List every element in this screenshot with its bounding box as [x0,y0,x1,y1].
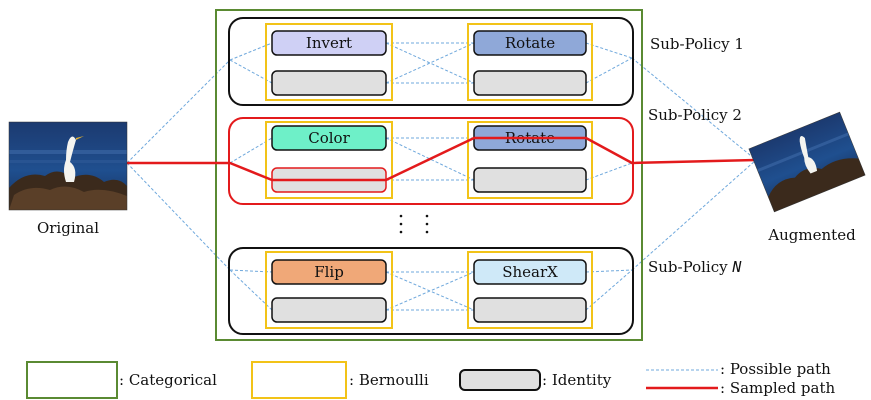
legend-identity-label: : Identity [542,371,612,389]
original-label: Original [37,219,99,237]
augmented-label: Augmented [767,226,856,244]
identity-box-sp1-b [473,70,587,96]
legend-sampled-label: : Sampled path [720,379,835,397]
legend: : Categorical : Bernoulli : Identity : P… [26,360,835,399]
legend-bernoulli-label: : Bernoulli [349,371,429,389]
op-invert-label: Invert [306,34,352,52]
op-flip-label: Flip [314,263,344,281]
identity-box-sp2-b [473,167,587,193]
op-rotate-box-1 [473,30,587,56]
original-image [8,121,128,211]
vertical-ellipsis-icon [399,214,429,234]
subpolicy-1-label: Sub-Policy 1 [650,35,744,53]
identity-box-spn-a [271,297,387,323]
legend-identity-swatch [459,369,541,391]
op-shearx-box [473,259,587,285]
subpolicy-2-frame [228,117,634,205]
bernoulli-boxes [265,23,593,329]
legend-bernoulli-swatch [251,361,347,399]
subpolicy-1-frame [228,17,634,106]
sampled-path [127,136,757,182]
identity-box-spn-b [473,297,587,323]
identity-box-sp1-a [271,70,387,96]
op-color-box [271,125,387,151]
op-invert-box [271,30,387,56]
op-rotate-label-1: Rotate [505,34,555,52]
legend-possible-label: : Possible path [720,360,831,378]
subpolicy-2-label: Sub-Policy 2 [648,106,742,124]
legend-categorical-swatch [26,361,118,399]
augmented-image [748,111,866,213]
op-shearx-label: ShearX [502,263,558,281]
op-flip-box [271,259,387,285]
categorical-box [215,9,643,341]
subpolicy-n-frame [228,247,634,335]
subpolicy-n-label: Sub-Policy N [648,258,742,276]
op-color-label: Color [308,129,350,147]
possible-paths [126,42,757,311]
legend-categorical-label: : Categorical [119,371,217,389]
